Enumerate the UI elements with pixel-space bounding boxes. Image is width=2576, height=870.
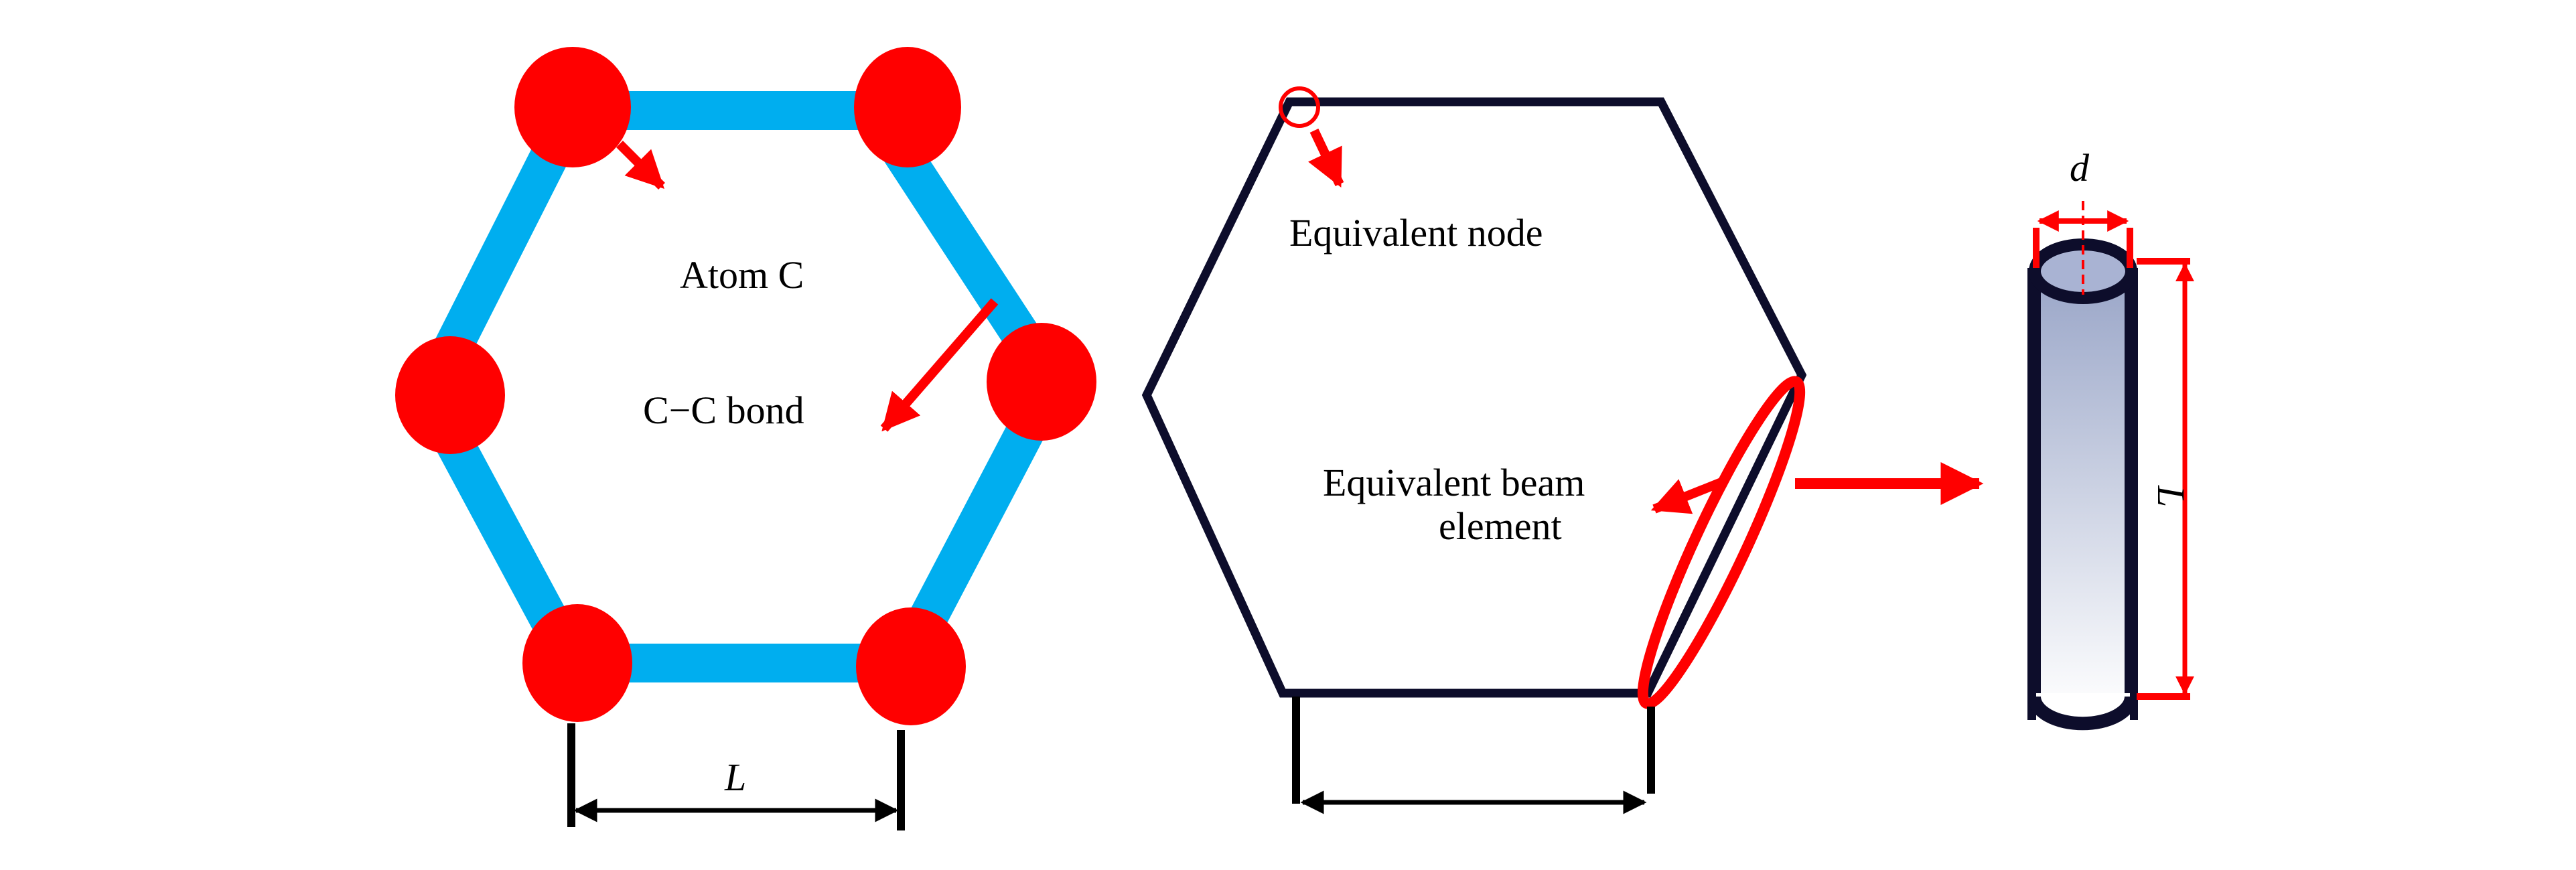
- carbon-atom-right: [987, 323, 1096, 441]
- equivalent-frame-hexagon: [1141, 97, 1807, 698]
- carbon-atom-left: [395, 336, 505, 454]
- carbon-atom-bottom-left: [522, 604, 632, 722]
- carbon-atom-top-left: [514, 47, 631, 167]
- equivalent-beam-label-line1: Equivalent beam: [1323, 461, 1585, 504]
- equivalent-beam-label-line2: element: [1439, 504, 1562, 548]
- atom-pointer-arrow: [616, 141, 665, 190]
- equivalent-frame-panel: Equivalent node Equivalent beam element: [1141, 86, 1984, 814]
- bond-length-label: L: [724, 755, 746, 799]
- cylinder-bottom-edge: [2027, 696, 2138, 731]
- cylinder-body: [2027, 268, 2138, 720]
- beam-pointer-arrow: [1650, 478, 1723, 514]
- bond-label: C−C bond: [643, 388, 804, 432]
- diameter-label: d: [2070, 146, 2090, 190]
- carbon-bond-hexagon: [407, 91, 1074, 682]
- node-pointer-arrow: [1308, 128, 1344, 188]
- cylinder-top-face: [2029, 238, 2137, 304]
- bond-pointer-arrow: [880, 298, 999, 432]
- atom-label: Atom C: [680, 253, 804, 297]
- carbon-atom-bottom-right: [856, 607, 966, 725]
- equivalent-node-label: Equivalent node: [1289, 211, 1543, 255]
- cylinder-length-label: L: [2149, 485, 2193, 507]
- equivalent-beam-highlight: [1637, 376, 1806, 709]
- equivalent-node-marker: [1279, 86, 1320, 128]
- carbon-atom-top-right: [854, 47, 961, 167]
- cylinder-beam-panel: d L: [2027, 146, 2194, 731]
- atomic-hexagon-panel: Atom C C−C bond L: [395, 47, 1096, 830]
